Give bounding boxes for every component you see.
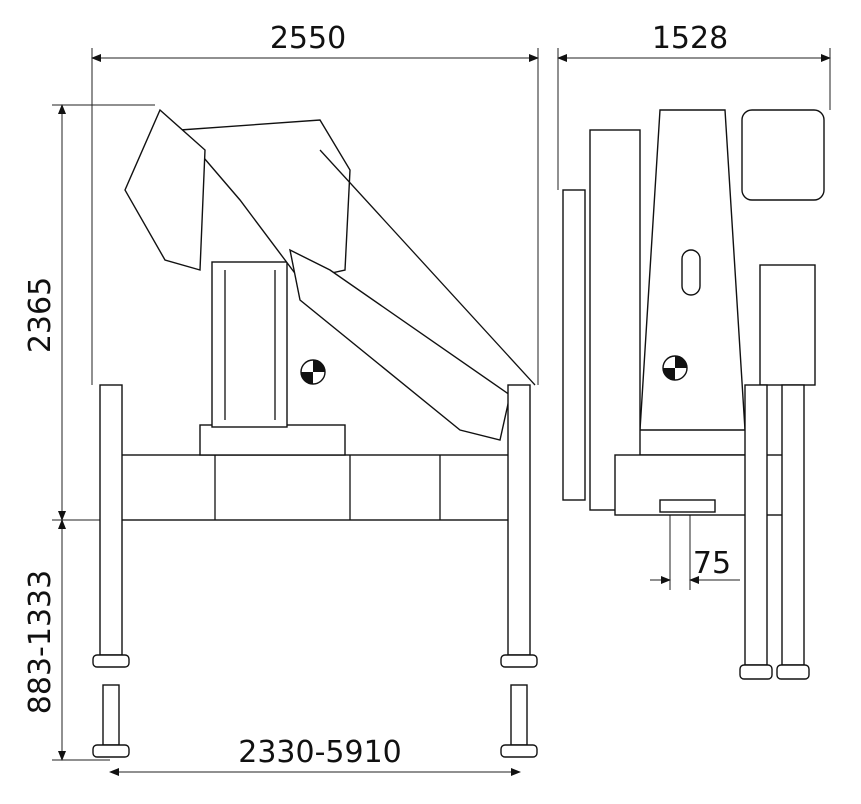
height-label: 2365 xyxy=(23,277,58,353)
slewing-ring xyxy=(199,424,346,456)
dimension-width-side: 1528 xyxy=(557,21,831,190)
side-boom xyxy=(562,189,586,501)
main-boom xyxy=(289,248,511,441)
dimension-outrigger-height: 883-1333 xyxy=(23,519,110,761)
base-frame xyxy=(119,454,521,521)
offset-label: 75 xyxy=(693,546,731,581)
outrigger-span-label: 2330-5910 xyxy=(238,735,402,770)
left-outrigger xyxy=(92,384,130,758)
control-box xyxy=(741,109,825,201)
outrigger-height-label: 883-1333 xyxy=(23,570,58,714)
dimension-offset: 75 xyxy=(650,500,740,590)
hydraulic-block xyxy=(124,108,206,271)
dimension-height: 2365 xyxy=(23,104,155,521)
right-outrigger xyxy=(500,384,538,758)
dimension-width-front: 2550 xyxy=(91,21,539,385)
crane-side-view xyxy=(562,109,825,680)
boom-head xyxy=(178,119,351,281)
dimension-outrigger-span: 2330-5910 xyxy=(109,735,521,776)
width-side-label: 1528 xyxy=(652,21,728,56)
column xyxy=(211,261,288,428)
width-front-label: 2550 xyxy=(270,21,346,56)
crane-front-view xyxy=(92,108,538,758)
